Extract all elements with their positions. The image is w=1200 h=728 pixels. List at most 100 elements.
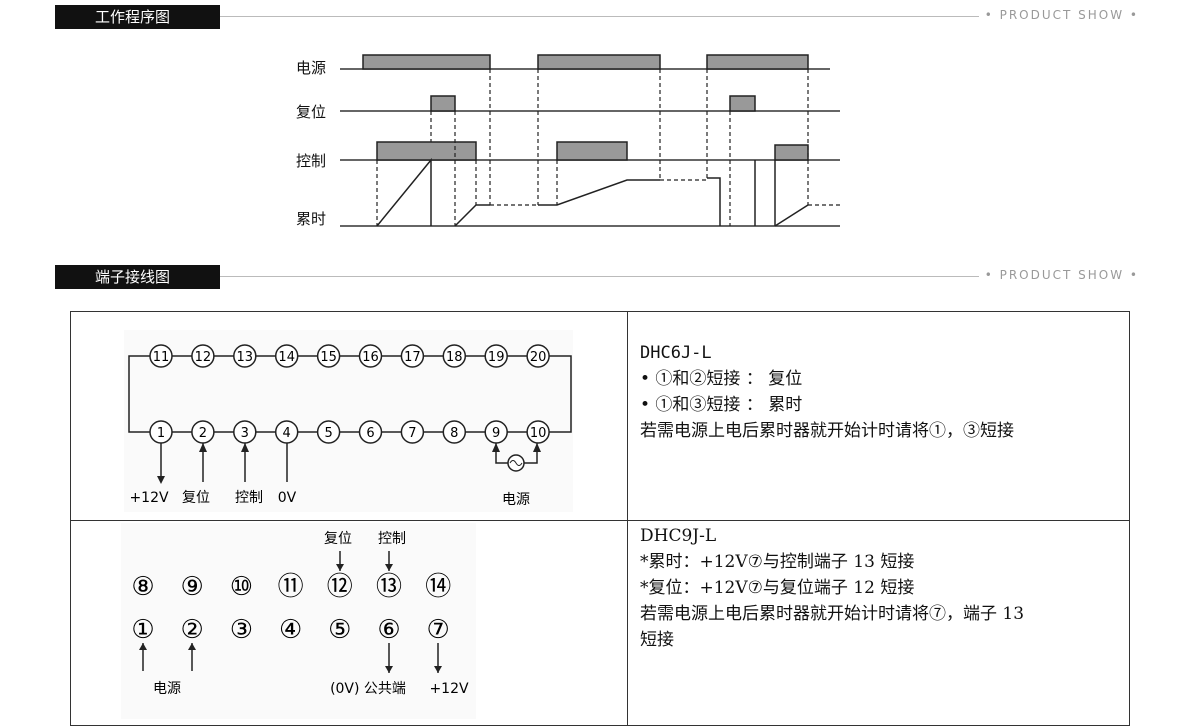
dhc6j-notes: DHC6J-L • ①和②短接 ： 复位 • ①和③短接 ： 累时 若需电源上电… [627,311,1130,521]
terminal-number: 9 [492,426,500,441]
terminal-number: 7 [408,426,416,441]
terminal-circle [526,344,550,368]
terminal-circle: ⑥ [377,615,400,645]
terminal-number: 2 [199,426,207,441]
terminal-circle [484,344,508,368]
terminal-circle [149,344,173,368]
terminal-label: (0V) 公共端 [330,681,406,697]
terminal-circle: ③ [230,615,253,645]
note-line: 若需电源上电后累时器就开始计时请将①，③短接 [640,421,1014,441]
terminal-circle: ⑨ [181,572,204,602]
ac-wave-icon [509,460,523,466]
product-show-tagline: • PRODUCT SHOW • [978,8,1145,22]
terminal-circle [274,344,299,368]
arrow-icon [434,666,442,673]
section-header-wiring: 端子接线图 • PRODUCT SHOW • [55,265,1145,289]
terminal-label: 复位 [182,489,210,506]
note-line: • ①和③短接 ： 累时 [640,395,803,415]
arrow-icon [199,443,207,452]
terminal-circle: ⑦ [427,615,450,645]
terminal-circle [358,344,383,368]
arrow-icon [385,666,393,673]
terminal-number: 5 [324,426,332,441]
arrow-icon [336,564,344,571]
terminal-label: 控制 [378,531,406,547]
terminal-label: 复位 [324,530,352,547]
pulse-boxes [362,54,809,161]
terminal-circle [442,420,467,444]
terminal-label: 电源 [153,681,181,697]
terminal-circle: ⑪ [278,572,304,602]
product-show-tagline: • PRODUCT SHOW • [978,268,1145,282]
terminal-circle [316,344,341,368]
terminal-circle [316,420,341,444]
terminal-circle: ① [131,615,154,645]
terminal-circle [191,344,215,368]
terminal-number: 20 [530,350,547,365]
terminal-number: 17 [404,350,421,365]
terminal-circle [442,344,467,368]
row-label-control: 控制 [296,152,326,170]
terminal-number: 6 [366,426,374,441]
terminal-number: 16 [362,350,379,365]
section-title: 端子接线图 [55,265,220,289]
terminal-number: 19 [488,350,505,365]
terminal-circle: ④ [279,615,302,645]
timing-diagram: 电源 复位 控制 累时 [296,54,840,228]
terminal-number: 10 [530,426,547,441]
section-header-timing: 工作程序图 • PRODUCT SHOW • [55,5,1145,29]
terminal-number: 1 [157,426,165,441]
note-line: • ①和②短接 ： 复位 [640,369,803,389]
terminal-circle: ⑫ [327,572,353,602]
row-label-accumulate: 累时 [296,210,326,228]
terminal-label: 控制 [235,490,263,506]
terminal-circle: ⑭ [425,572,451,602]
arrow-icon [188,643,196,650]
terminal-circle [400,420,425,444]
model-name: DHC6J-L [640,343,712,363]
terminal-circle: ⑧ [131,572,154,602]
terminal-number: 4 [283,426,291,441]
diagram-bg [121,523,476,719]
arrow-icon [139,643,147,650]
arrow-icon [492,443,500,452]
terminal-label: +12V [129,490,169,506]
terminal-label: 电源 [502,492,530,508]
terminal-number: 3 [241,426,249,441]
arrow-icon [385,564,393,571]
terminal-circle [400,344,425,368]
terminal-circle: ⑩ [230,572,253,602]
note-line: 若需电源上电后累时器就开始计时请将⑦，端子 13 [640,604,1025,624]
section-title: 工作程序图 [55,5,220,29]
arrow-icon [533,443,541,452]
terminal-circle [526,420,550,444]
terminal-number: 11 [153,350,170,365]
terminal-number: 12 [195,350,212,365]
terminal-circle: ⑤ [328,615,351,645]
terminal-label: +12V [429,681,469,697]
terminal-number: 13 [237,350,254,365]
terminal-circle [358,420,383,444]
note-line: *累时：+12V⑦与控制端子 13 短接 [640,552,915,572]
row-label-reset: 复位 [296,103,326,121]
wire [538,355,572,433]
terminal-circle: ⑬ [376,572,402,602]
terminal-label: 0V [278,490,297,506]
terminal-number: 15 [320,350,337,365]
terminal-number: 14 [278,350,295,365]
divider [220,276,1145,277]
wire [128,355,161,433]
terminal-number: 18 [446,350,463,365]
note-line: *复位：+12V⑦与复位端子 12 短接 [640,578,915,598]
terminal-circle [233,344,257,368]
terminal-number: 8 [450,426,458,441]
note-line: 短接 [640,630,674,650]
dhc9j-notes: DHC9J-L *累时：+12V⑦与控制端子 13 短接 *复位：+12V⑦与复… [627,520,1130,726]
arrow-icon [157,476,165,484]
divider [220,16,1145,17]
